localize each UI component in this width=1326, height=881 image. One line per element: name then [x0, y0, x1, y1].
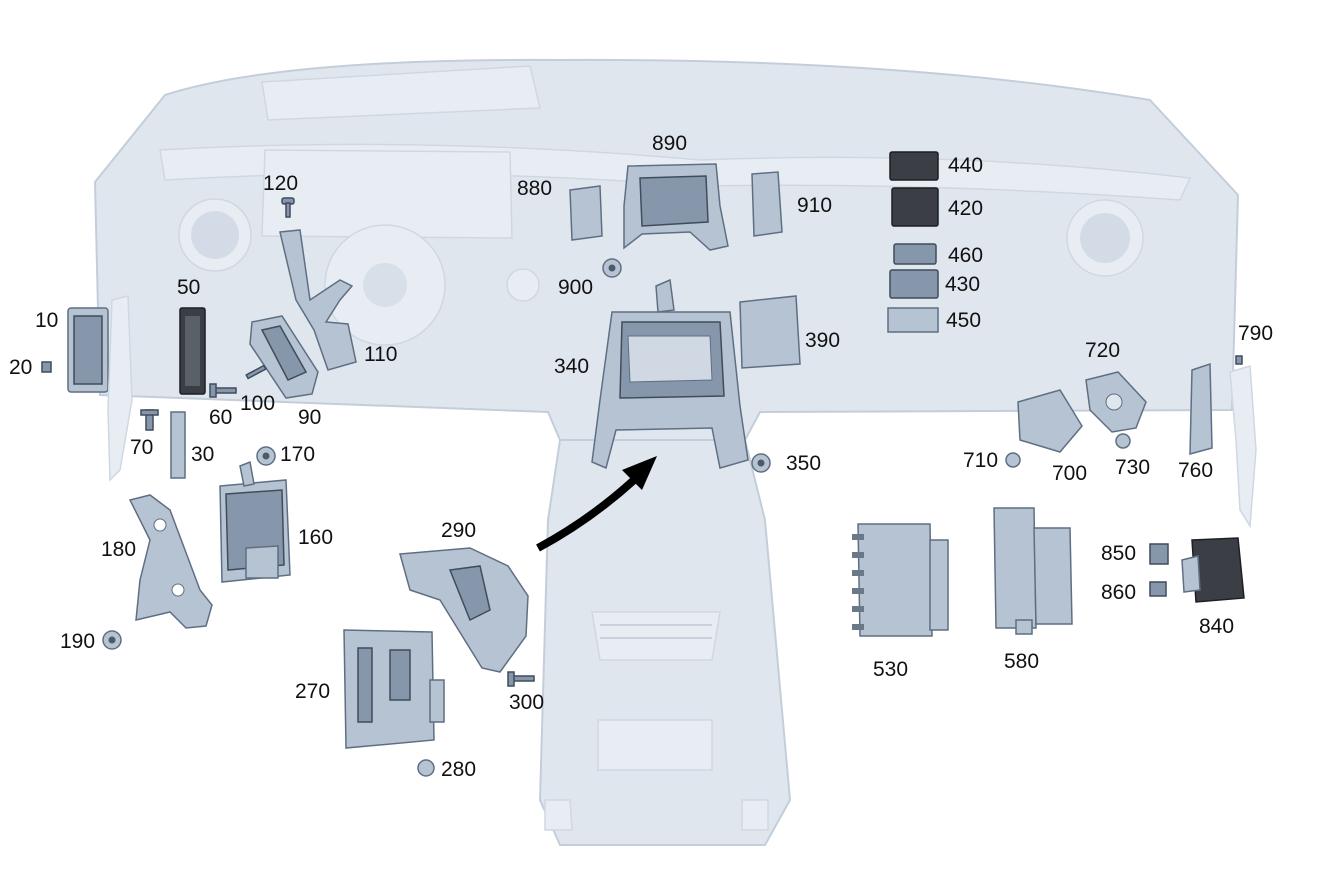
- callout-420: 420: [948, 197, 983, 220]
- installation-arrow: [536, 456, 657, 552]
- callout-850: 850: [1101, 542, 1136, 565]
- callout-390: 390: [805, 329, 840, 352]
- callout-730: 730: [1115, 456, 1150, 479]
- callout-20: 20: [9, 356, 32, 379]
- center-console-ghost: [538, 439, 792, 846]
- callout-700: 700: [1052, 462, 1087, 485]
- part-280: [417, 759, 435, 777]
- callout-110: 110: [364, 343, 397, 366]
- callout-280: 280: [441, 758, 476, 781]
- callout-120: 120: [263, 172, 298, 195]
- callout-340: 340: [554, 355, 589, 378]
- callout-60: 60: [209, 406, 232, 429]
- part-390: [739, 295, 801, 369]
- callout-880: 880: [517, 177, 552, 200]
- part-90: [249, 315, 319, 399]
- callout-760: 760: [1178, 459, 1213, 482]
- callout-labels: 10 20 30 50 60 70 90 100 110 120 160 170…: [9, 132, 1273, 781]
- callout-10: 10: [35, 309, 58, 332]
- callout-430: 430: [945, 273, 980, 296]
- part-160: [219, 460, 291, 583]
- part-580: [993, 507, 1073, 635]
- callout-100: 100: [240, 392, 275, 415]
- part-720: [1085, 371, 1147, 433]
- part-20: [41, 361, 52, 373]
- part-460: [893, 243, 937, 265]
- part-290: [399, 547, 529, 673]
- callout-710: 710: [963, 449, 998, 472]
- part-840: [1181, 537, 1245, 603]
- callout-450: 450: [946, 309, 981, 332]
- part-700: [1017, 389, 1083, 453]
- callout-290: 290: [441, 519, 476, 542]
- callout-270: 270: [295, 680, 330, 703]
- callout-90: 90: [298, 406, 321, 429]
- part-880: [569, 185, 603, 241]
- callout-50: 50: [177, 276, 200, 299]
- callout-790: 790: [1238, 322, 1273, 345]
- part-190: [102, 630, 122, 650]
- callout-530: 530: [873, 658, 908, 681]
- part-890: [623, 163, 729, 251]
- part-100: [245, 364, 267, 380]
- part-120: [281, 197, 295, 218]
- part-860: [1149, 581, 1167, 597]
- part-60: [209, 383, 237, 398]
- part-730: [1115, 433, 1131, 449]
- callout-900: 900: [558, 276, 593, 299]
- callout-720: 720: [1085, 339, 1120, 362]
- callout-30: 30: [191, 443, 214, 466]
- part-170: [256, 446, 276, 466]
- part-270: [343, 629, 445, 749]
- callout-840: 840: [1199, 615, 1234, 638]
- callout-160: 160: [298, 526, 333, 549]
- callout-910: 910: [797, 194, 832, 217]
- callout-190: 190: [60, 630, 95, 653]
- part-440: [889, 151, 939, 181]
- part-70: [140, 409, 159, 431]
- part-430: [889, 269, 939, 299]
- callout-170: 170: [280, 443, 315, 466]
- callout-860: 860: [1101, 581, 1136, 604]
- part-50: [179, 307, 206, 395]
- callout-890: 890: [652, 132, 687, 155]
- part-900: [602, 258, 622, 278]
- part-530: [852, 523, 949, 637]
- part-420: [891, 187, 939, 227]
- part-300: [507, 671, 535, 687]
- part-110: [279, 229, 357, 371]
- part-10: [67, 295, 133, 482]
- part-710: [1005, 452, 1021, 468]
- part-450: [887, 307, 939, 333]
- callout-300: 300: [509, 691, 544, 714]
- part-30: [170, 411, 186, 479]
- part-340: [591, 278, 749, 470]
- callout-440: 440: [948, 154, 983, 177]
- part-850: [1149, 543, 1169, 565]
- callout-70: 70: [130, 436, 153, 459]
- callout-580: 580: [1004, 650, 1039, 673]
- part-760: [1189, 362, 1213, 455]
- callout-350: 350: [786, 452, 821, 475]
- part-790: [1229, 355, 1257, 529]
- callout-460: 460: [948, 244, 983, 267]
- part-350: [751, 453, 771, 473]
- part-910: [751, 171, 783, 237]
- callout-180: 180: [101, 538, 136, 561]
- part-180: [128, 494, 213, 629]
